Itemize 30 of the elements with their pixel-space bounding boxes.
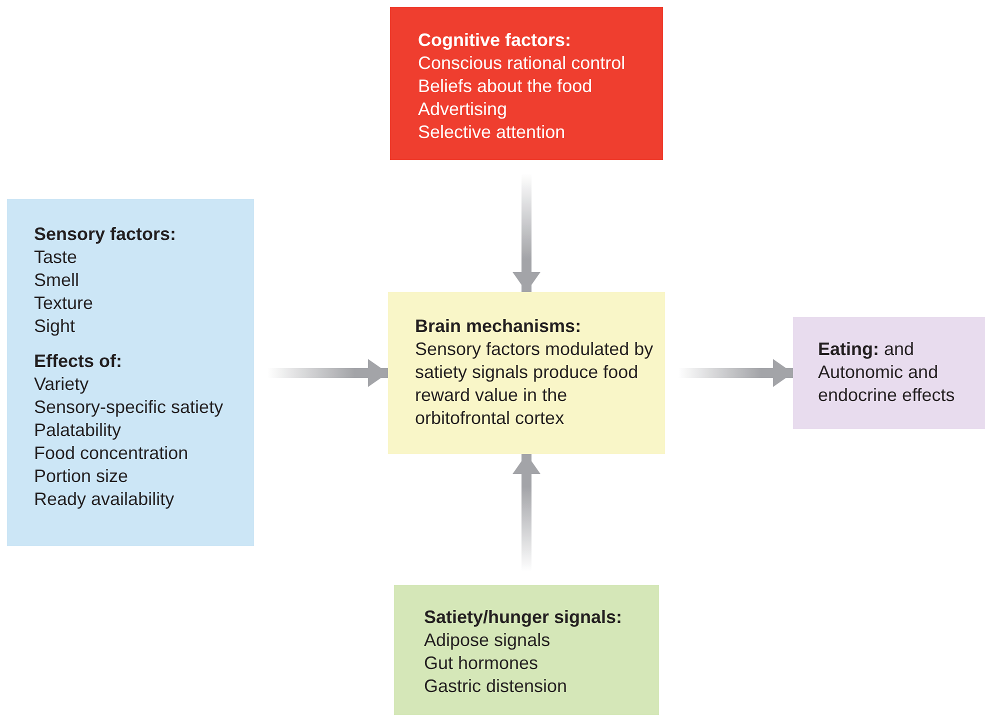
box-text: Adipose signals — [424, 629, 552, 652]
factor-box — [7, 199, 254, 546]
box-text: Advertising — [418, 98, 508, 121]
box-text: Sight — [34, 315, 76, 338]
box-text: Ready availability — [34, 488, 176, 511]
box-text: Sensory factors modulated by satiety signals produce food reward value in the orbitofrontal cortex — [415, 338, 654, 430]
box-text: Portion size — [34, 465, 130, 488]
box-text: Variety — [34, 373, 90, 396]
box-heading: Effects of: — [34, 350, 124, 373]
box-heading: Brain mechanisms: — [415, 315, 582, 338]
box-text: Palatability — [34, 419, 122, 442]
box-text: Beliefs about the food — [418, 75, 594, 98]
box-text: Texture — [34, 292, 94, 315]
box-text: Eating: and — [818, 338, 916, 361]
box-text: Autonomic and endocrine effects — [818, 361, 956, 407]
factor-box — [793, 317, 985, 429]
box-text: Taste — [34, 246, 78, 269]
box-text: Selective attention — [418, 121, 566, 144]
factor-box — [388, 292, 665, 454]
box-text: Smell — [34, 269, 80, 292]
box-heading: Cognitive factors: — [418, 29, 572, 52]
factor-box — [390, 7, 663, 160]
box-heading: Satiety/hunger signals: — [424, 606, 624, 629]
box-heading: Sensory factors: — [34, 223, 178, 246]
factor-box — [394, 585, 659, 715]
box-text: Gastric distension — [424, 675, 568, 698]
box-text: Food concentration — [34, 442, 190, 465]
box-text: Sensory-specific satiety — [34, 396, 224, 419]
box-text: Conscious rational control — [418, 52, 626, 75]
box-text: Gut hormones — [424, 652, 540, 675]
